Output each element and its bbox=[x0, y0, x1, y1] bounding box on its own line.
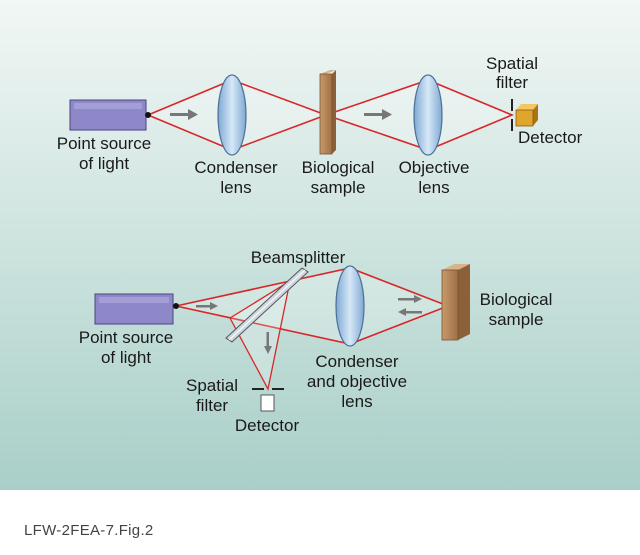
bottom-direction-arrows bbox=[196, 295, 422, 354]
top-condenser-label-line2: lens bbox=[220, 178, 251, 197]
bottom-setup: Beamsplitter Point source of light Biolo… bbox=[79, 248, 553, 435]
top-objective-label-line2: lens bbox=[418, 178, 449, 197]
top-condenser-lens bbox=[217, 74, 247, 156]
top-objective-lens bbox=[413, 74, 443, 156]
bottom-spatial-filter-label-line2: filter bbox=[196, 396, 228, 415]
bottom-point-source-label-line1: Point source bbox=[79, 328, 174, 347]
top-direction-arrows bbox=[170, 109, 392, 120]
top-sample-label-line1: Biological bbox=[302, 158, 375, 177]
bottom-sample-label-line1: Biological bbox=[480, 290, 553, 309]
top-detector-label: Detector bbox=[518, 128, 583, 147]
top-setup: Point source of light Condenser lens Bio… bbox=[57, 54, 583, 197]
bottom-spatial-filter-label-line1: Spatial bbox=[186, 376, 238, 395]
top-detector bbox=[515, 104, 538, 127]
top-spatial-filter-label-line2: filter bbox=[496, 73, 528, 92]
top-spatial-filter-label-line1: Spatial bbox=[486, 54, 538, 73]
bottom-point-source-label-line2: of light bbox=[101, 348, 151, 367]
bottom-detector bbox=[260, 394, 275, 412]
bottom-detector-label: Detector bbox=[235, 416, 300, 435]
bottom-beamsplitter bbox=[225, 267, 309, 343]
top-point-source-label-line1: Point source bbox=[57, 134, 152, 153]
figure-caption: LFW-2FEA-7.Fig.2 bbox=[24, 522, 154, 539]
bottom-biological-sample bbox=[441, 264, 470, 341]
bottom-condenser-label-line3: lens bbox=[341, 392, 372, 411]
bottom-sample-label-line2: sample bbox=[489, 310, 544, 329]
bottom-beamsplitter-label: Beamsplitter bbox=[251, 248, 346, 267]
bottom-condenser-label-line1: Condenser bbox=[315, 352, 399, 371]
top-biological-sample bbox=[319, 70, 336, 155]
diagram-background bbox=[0, 0, 640, 490]
top-point-source-label-line2: of light bbox=[79, 154, 129, 173]
top-point-source bbox=[69, 99, 151, 131]
top-sample-label-line2: sample bbox=[311, 178, 366, 197]
top-objective-label-line1: Objective bbox=[399, 158, 470, 177]
bottom-point-source bbox=[94, 293, 179, 325]
top-condenser-label-line1: Condenser bbox=[194, 158, 278, 177]
bottom-condenser-label-line2: and objective bbox=[307, 372, 407, 391]
bottom-condenser-objective-lens bbox=[335, 265, 365, 347]
